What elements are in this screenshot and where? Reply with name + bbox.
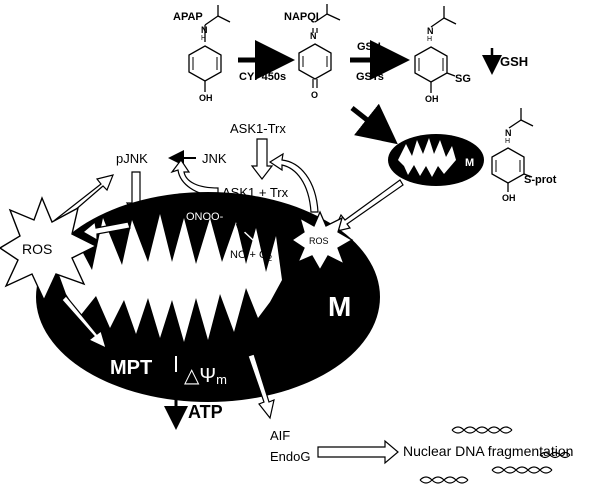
napqi-to-mito-arrow <box>350 103 398 145</box>
large-mitochondrion: M <box>36 192 380 402</box>
dna-fragmentation-label: Nuclear DNA fragmentation <box>403 443 573 459</box>
gsts-label: GSTs <box>356 71 384 83</box>
ros-to-mpt-arrow <box>61 295 107 350</box>
svg-text:O: O <box>311 90 318 100</box>
gsh-top-label: GSH <box>357 41 381 53</box>
ros-burst-large: ROS <box>0 196 98 302</box>
napqi-structure: NAPQI N O <box>284 4 341 100</box>
ask1-trx-label: ASK1-Trx <box>230 121 286 136</box>
atp-label: ATP <box>188 402 223 422</box>
svg-text:N: N <box>427 26 434 36</box>
endog-label: EndoG <box>270 449 310 464</box>
ros-small-label: ROS <box>309 236 329 246</box>
pjnk-label: pJNK <box>116 151 148 166</box>
svg-text:OH: OH <box>199 93 213 103</box>
small-m-label: M <box>465 157 474 169</box>
svg-text:N: N <box>505 128 512 138</box>
mito-to-ros-arrow <box>331 179 404 233</box>
sprot-label: S-prot <box>524 174 557 186</box>
gsh-depletion: GSH <box>482 48 528 75</box>
ask1-dissociation-arrow <box>250 138 274 180</box>
apap-label: APAP <box>173 11 203 23</box>
ask1-to-jnk-curve <box>170 158 219 197</box>
svg-text:N: N <box>310 31 317 41</box>
cyp-arrow: CYP450s <box>238 40 295 83</box>
svg-text:OH: OH <box>502 193 516 203</box>
small-mitochondrion: M <box>388 134 484 186</box>
cyp-label: CYP450s <box>239 71 286 83</box>
jnk-label: JNK <box>202 151 227 166</box>
mito-to-aif-arrow <box>247 353 275 420</box>
pjnk-to-ros-arrow <box>81 220 131 242</box>
ros-large-label: ROS <box>22 241 52 257</box>
svg-text:N: N <box>201 25 208 35</box>
ros-to-ask1-curve <box>268 152 319 213</box>
svg-text:H: H <box>427 36 432 43</box>
delta-psi-label: △Ψm <box>184 365 227 387</box>
mpt-label: MPT <box>110 357 152 379</box>
ros-burst-small: ROS <box>290 210 354 272</box>
protein-adduct-structure: N H S-prot OH <box>491 108 557 203</box>
napqi-label: NAPQI <box>284 11 319 23</box>
no-to-onoo-arrow <box>235 223 255 242</box>
no-o2-label: NO + O2 <box>230 249 273 263</box>
apap-structure: APAP N H OH <box>173 5 231 103</box>
gsh-down-label: GSH <box>500 54 528 69</box>
sg-label: SG <box>455 73 471 85</box>
aif-label: AIF <box>270 428 290 443</box>
svg-text:H: H <box>505 138 510 145</box>
apap-sg-structure: N H SG OH <box>414 6 471 104</box>
svg-text:OH: OH <box>425 94 439 104</box>
large-m-label: M <box>328 291 351 322</box>
dna-fragments-icon <box>419 426 571 484</box>
svg-text:H: H <box>201 35 206 42</box>
gsh-gst-arrow: GSH GSTs <box>350 40 410 83</box>
onoo-label: ONOO- <box>186 211 224 223</box>
to-dna-fragmentation-arrow <box>317 439 399 465</box>
